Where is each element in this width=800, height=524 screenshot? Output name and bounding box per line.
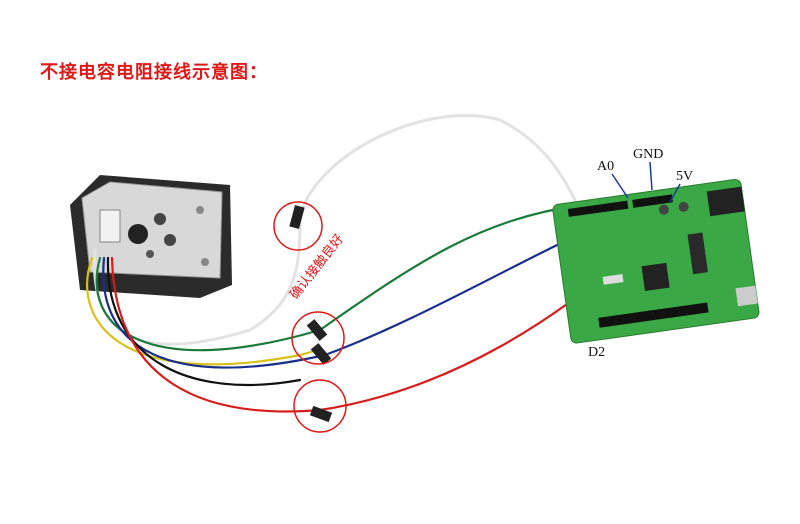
highlight-circles [273,201,347,433]
label-d2: D2 [588,345,605,360]
highlight-circle-1 [273,201,323,251]
connectors [289,205,333,423]
label-5v: 5V [676,169,693,184]
connector-red [309,405,333,423]
highlight-circle-2 [291,311,345,365]
label-gnd: GND [633,147,663,162]
arduino-board [552,178,760,344]
page-title: 不接电容电阻接线示意图： [40,62,268,83]
wire-black [106,256,302,387]
connector-blue [310,343,332,365]
label-a0: A0 [597,159,614,174]
highlight-circle-3 [293,379,347,433]
label-arrows [611,161,681,203]
connector-green [306,319,328,341]
wire-yellow [86,256,320,366]
connector-white [289,205,305,229]
sensor-module [70,175,232,298]
